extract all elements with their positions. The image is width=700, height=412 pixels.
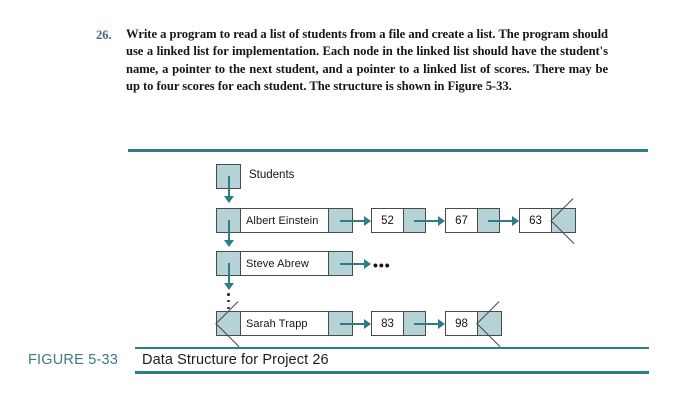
exercise-block: 26. Write a program to read a list of st… (96, 26, 608, 95)
students-head-label: Students (249, 169, 295, 181)
student-2-name-box: Steve Abrew (240, 251, 329, 276)
score-node-1-1-value: 52 (371, 208, 404, 233)
student-2-scores-ellipsis: ••• (373, 257, 391, 273)
arrow-head-to-student-1 (223, 176, 234, 203)
student-1-name-box: Albert Einstein (240, 208, 329, 233)
exercise-text: Write a program to read a list of studen… (126, 27, 608, 93)
arrow-student-2-to-next (223, 263, 234, 290)
figure-top-rule (128, 149, 648, 152)
score-node-1-3-null-pointer (551, 208, 576, 233)
score-node-3-2-null-pointer (477, 311, 502, 336)
arrow-score-1-1-to-1-2 (414, 215, 445, 226)
arrow-student-2-to-scores (340, 258, 371, 269)
arrow-student-3-to-score-1 (340, 318, 371, 329)
arrow-score-3-1-to-3-2 (414, 318, 445, 329)
student-3-null-next-pointer-box (216, 311, 241, 336)
exercise-number: 26. (96, 28, 112, 42)
caption-top-rule (135, 347, 649, 349)
figure-caption-text: Data Structure for Project 26 (142, 352, 329, 368)
score-node-3-1-value: 83 (371, 311, 404, 336)
score-node-1-3-value: 63 (519, 208, 552, 233)
students-continuation-dots (227, 293, 230, 313)
student-3-name-box: Sarah Trapp (240, 311, 329, 336)
arrow-score-1-2-to-1-3 (488, 215, 519, 226)
score-node-3-2-value: 98 (445, 311, 478, 336)
figure-caption-label: FIGURE 5-33 (28, 352, 119, 368)
caption-bottom-rule (135, 371, 649, 374)
arrow-student-1-to-student-2 (223, 220, 234, 247)
arrow-student-1-to-score-1 (340, 215, 371, 226)
score-node-1-2-value: 67 (445, 208, 478, 233)
